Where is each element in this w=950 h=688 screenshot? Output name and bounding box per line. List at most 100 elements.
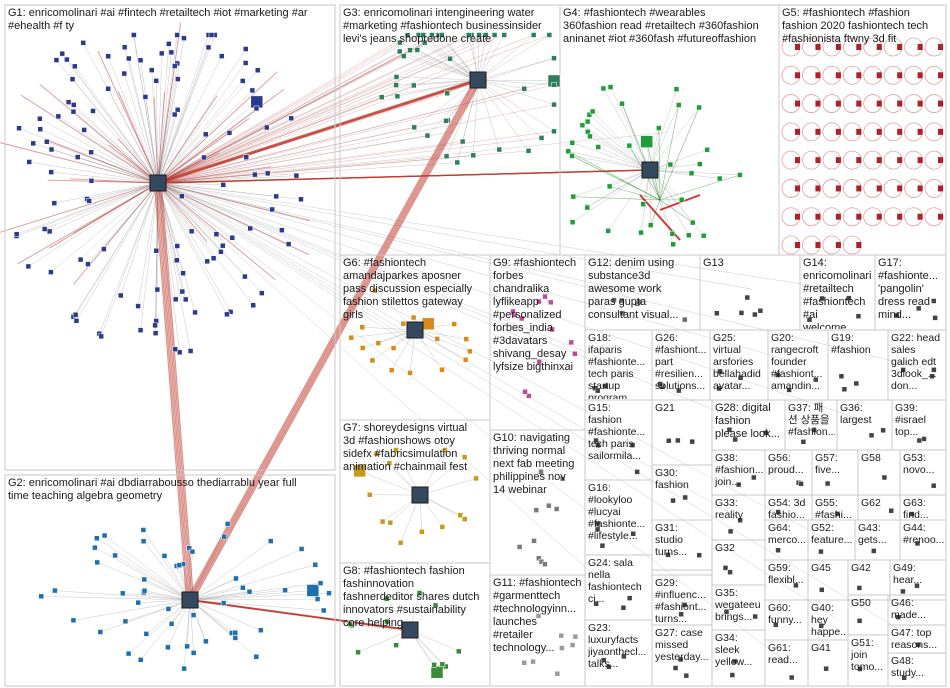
node [137, 657, 144, 663]
node [192, 309, 198, 316]
node [924, 150, 944, 170]
node [931, 367, 937, 373]
node [421, 317, 435, 331]
hub-edge [156, 182, 190, 601]
node [901, 675, 907, 681]
node [64, 56, 70, 63]
node [640, 135, 653, 148]
node [781, 207, 801, 227]
edge [140, 182, 159, 331]
edge [84, 129, 159, 184]
hub-edge [117, 91, 159, 184]
hub-edge [157, 22, 182, 184]
node [431, 662, 437, 668]
node [793, 582, 799, 589]
node [393, 447, 399, 453]
edge [573, 196, 661, 201]
hub-edge [157, 182, 311, 222]
node [586, 111, 593, 118]
hub-avatar [181, 591, 199, 609]
node [587, 133, 593, 140]
node [883, 122, 903, 142]
hub-edge [157, 166, 272, 184]
node [904, 179, 923, 198]
node [802, 65, 821, 85]
node [594, 387, 601, 394]
edge [396, 79, 479, 86]
node [672, 665, 679, 671]
node [388, 367, 395, 373]
edge [157, 104, 555, 184]
node [916, 437, 923, 444]
node [166, 41, 172, 47]
edge [157, 182, 246, 277]
node [86, 198, 92, 204]
node [175, 76, 181, 82]
node [70, 108, 77, 115]
node [595, 442, 601, 449]
group-box-g52 [807, 519, 856, 561]
node [180, 270, 186, 276]
edge [414, 79, 479, 128]
group-box-g50 [847, 594, 889, 636]
node [141, 576, 148, 583]
node [914, 540, 921, 547]
node [182, 296, 189, 303]
node [153, 78, 159, 84]
edge [610, 86, 651, 171]
node [384, 618, 390, 625]
edge [54, 182, 159, 204]
edge [189, 599, 261, 631]
node [676, 102, 682, 108]
group-box-g51 [847, 634, 889, 687]
node [174, 243, 181, 249]
node [929, 373, 935, 379]
node [317, 580, 324, 586]
hub-edge [187, 79, 477, 601]
node [38, 593, 45, 600]
node [522, 389, 528, 395]
node [636, 299, 643, 305]
node [607, 84, 614, 90]
node [176, 349, 183, 356]
edge [157, 34, 486, 184]
node [213, 231, 220, 237]
node [143, 631, 150, 637]
node [451, 321, 457, 327]
node [924, 122, 944, 142]
edge [473, 79, 479, 156]
edge [157, 182, 180, 353]
edge [157, 51, 400, 184]
node [165, 606, 172, 612]
group-box-g22 [887, 329, 947, 401]
node [65, 99, 72, 105]
node [727, 528, 734, 535]
edge [477, 79, 529, 152]
node [802, 235, 821, 255]
node [229, 234, 236, 241]
group-box-g13 [699, 254, 801, 331]
node [220, 242, 226, 249]
node [752, 613, 758, 620]
node [224, 311, 230, 318]
edge [477, 79, 555, 82]
node [85, 261, 91, 267]
edge [582, 125, 651, 171]
edge [157, 34, 408, 184]
edge [157, 55, 223, 184]
group-box-g4 [559, 4, 780, 256]
node [461, 454, 468, 460]
node [904, 150, 923, 170]
node [55, 113, 62, 120]
node [429, 32, 435, 38]
node [619, 310, 626, 317]
node [137, 57, 144, 63]
node [888, 507, 894, 514]
edge [107, 56, 159, 184]
node [914, 582, 920, 589]
group-box-g63 [899, 494, 947, 521]
node [72, 63, 78, 70]
edge [128, 58, 159, 184]
node [883, 179, 903, 198]
node [530, 32, 537, 38]
